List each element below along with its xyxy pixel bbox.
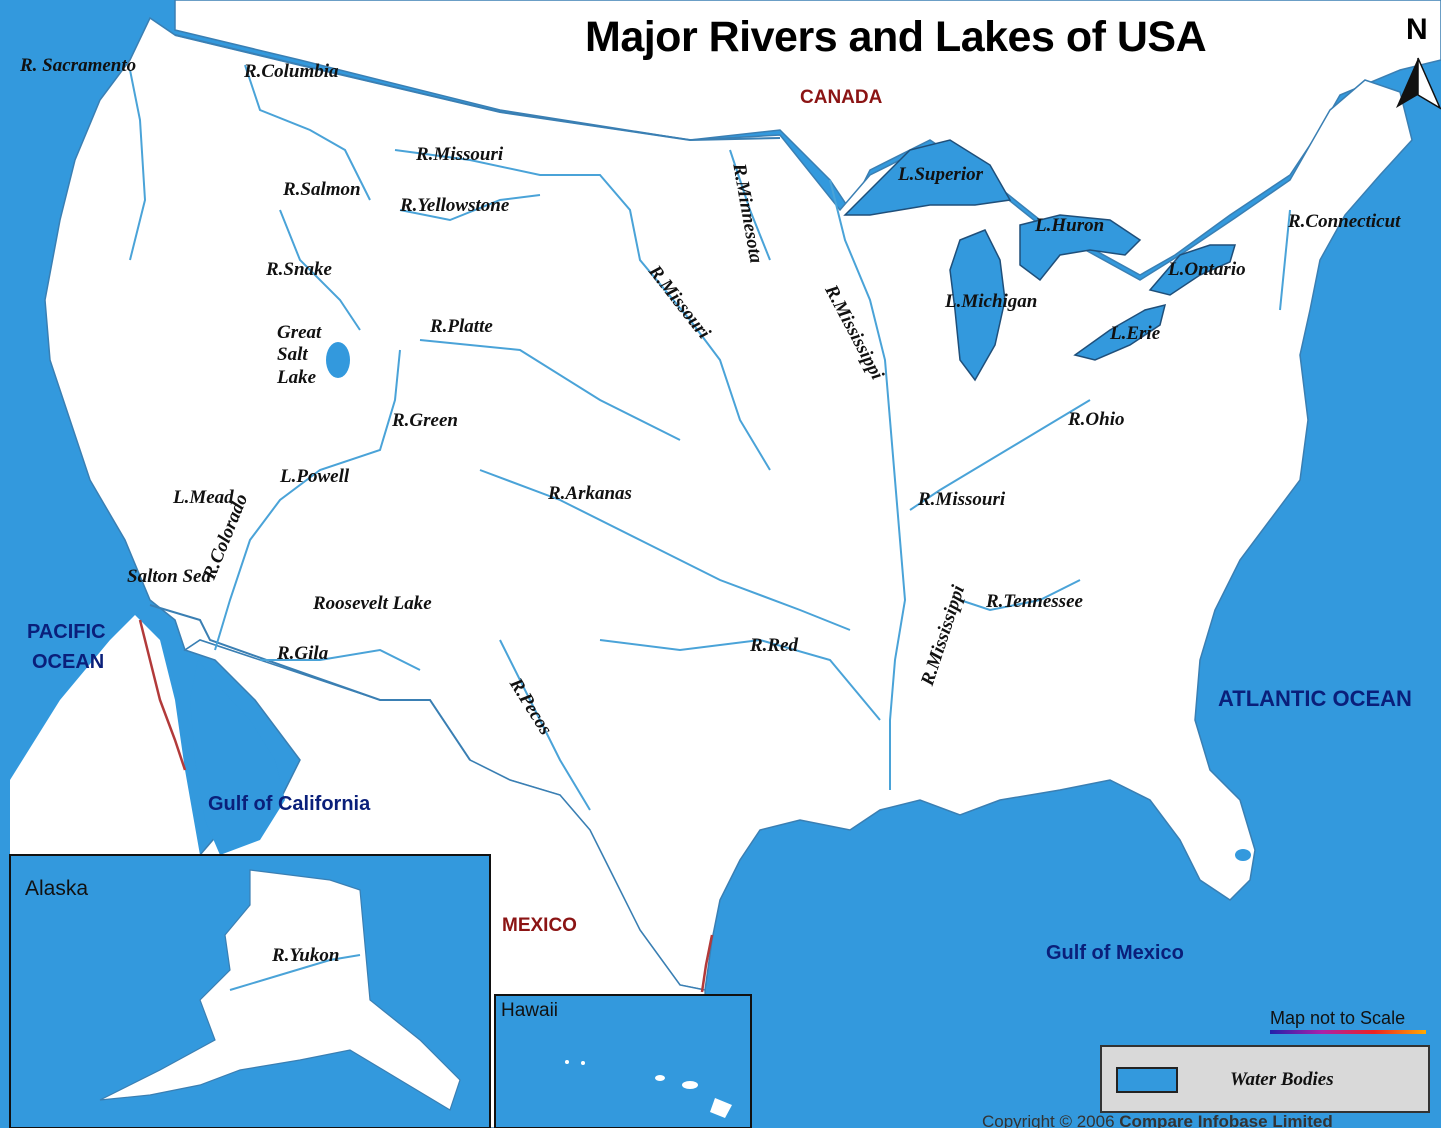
great-salt-lake (326, 342, 350, 378)
lake-michigan (949, 229, 1006, 382)
canada-border (174, 34, 781, 142)
gulf-of-california-water (190, 660, 285, 855)
mexico-border (149, 604, 471, 761)
label-yukon: R.Yukon (272, 945, 340, 966)
label-red: R.Red (750, 635, 799, 656)
label-gila: R.Gila (277, 643, 329, 664)
yukon-river-line (229, 954, 361, 991)
label-superior: L.Superior (898, 164, 983, 185)
label-canada: CANADA (800, 87, 883, 108)
label-michigan: L.Michigan (945, 291, 1038, 312)
label-mead: L.Mead (173, 487, 234, 508)
label-great-salt-1: Great (277, 322, 322, 343)
green-colorado-river-line (214, 349, 401, 651)
ohio-river-line (909, 399, 1091, 511)
platte-river-line (419, 339, 681, 441)
legend: Water Bodies (1100, 1045, 1430, 1113)
river-network (129, 64, 1291, 811)
lake-superior (843, 139, 1012, 216)
label-snake: R.Snake (266, 259, 332, 280)
label-columbia: R.Columbia (244, 61, 339, 82)
label-platte: R.Platte (430, 316, 493, 337)
sacramento-river-line (129, 69, 147, 261)
missouri-river-line (394, 149, 771, 471)
alaska-land (99, 869, 461, 1111)
label-salmon: R.Salmon (283, 179, 361, 200)
lake-ontario (1148, 244, 1237, 296)
hawaii-island-4 (682, 1081, 698, 1089)
snake-river-line (279, 209, 361, 331)
label-atlantic: ATLANTIC OCEAN (1218, 686, 1412, 711)
label-pacific-2: OCEAN (32, 651, 105, 673)
mexico-gulf-coastline (700, 934, 714, 993)
label-powell: L.Powell (280, 466, 350, 487)
legend-water-label: Water Bodies (1230, 1069, 1334, 1090)
connecticut-river-line (1279, 209, 1291, 311)
north-arrow-icon (1396, 57, 1441, 110)
hawaii-island-3 (655, 1075, 665, 1081)
label-great-salt-3: Lake (277, 367, 317, 388)
label-alaska: Alaska (25, 877, 89, 900)
label-green: R.Green (392, 410, 458, 431)
hawaii-islands (565, 1060, 732, 1118)
copyright: Copyright © 2006 Compare Infobase Limite… (982, 1112, 1333, 1128)
label-tennessee: R.Tennessee (986, 591, 1083, 612)
label-great-salt-2: Salt (277, 344, 308, 365)
label-erie: L.Erie (1110, 323, 1161, 344)
copyright-prefix: Copyright © 2006 (982, 1112, 1120, 1128)
minnesota-river-line (729, 149, 771, 261)
label-gulf-california: Gulf of California (208, 793, 371, 815)
lake-huron (1019, 214, 1142, 282)
hawaii-big-island (710, 1098, 732, 1118)
label-connecticut: R.Connecticut (1288, 211, 1401, 232)
copyright-company: Compare Infobase Limited (1119, 1112, 1333, 1128)
tennessee-river-line (959, 579, 1081, 612)
label-ontario: L.Ontario (1168, 259, 1246, 280)
label-huron: L.Huron (1035, 215, 1105, 236)
mexico-pacific-coastline (138, 619, 187, 771)
label-arkanas: R.Arkanas (548, 483, 632, 504)
label-yellowstone: R.Yellowstone (400, 195, 510, 216)
label-gulf-mexico: Gulf of Mexico (1046, 942, 1184, 964)
red-river-line (599, 638, 881, 721)
columbia-river-line (244, 64, 371, 201)
yellowstone-river-line (399, 194, 541, 222)
label-missouri-north: R.Missouri (416, 144, 504, 165)
label-hawaii: Hawaii (501, 1000, 559, 1021)
hawaii-island-2 (581, 1061, 585, 1065)
map-title: Major Rivers and Lakes of USA (585, 13, 1207, 61)
lake-erie (1073, 303, 1167, 361)
arkansas-river-line (479, 469, 851, 631)
label-missouri-east: R.Missouri (918, 489, 1006, 510)
hawaii-island-1 (565, 1060, 569, 1064)
label-mexico: MEXICO (502, 915, 577, 936)
label-pacific-1: PACIFIC (27, 621, 106, 643)
legend-water-swatch (1116, 1067, 1178, 1093)
scale-note: Map not to Scale (1270, 1008, 1406, 1028)
label-roosevelt: Roosevelt Lake (313, 593, 432, 614)
label-salton: Salton Sea (127, 566, 211, 587)
mississippi-river-line (829, 179, 907, 790)
scale-bar (1270, 1030, 1426, 1034)
label-ohio: R.Ohio (1068, 409, 1125, 430)
gila-river-line (260, 648, 421, 671)
hawaii-inset-frame (494, 994, 752, 1128)
lake-okeechobee (1235, 849, 1251, 861)
pecos-river-line (499, 639, 591, 811)
north-label: N (1406, 13, 1428, 46)
label-sacramento: R. Sacramento (20, 55, 137, 76)
